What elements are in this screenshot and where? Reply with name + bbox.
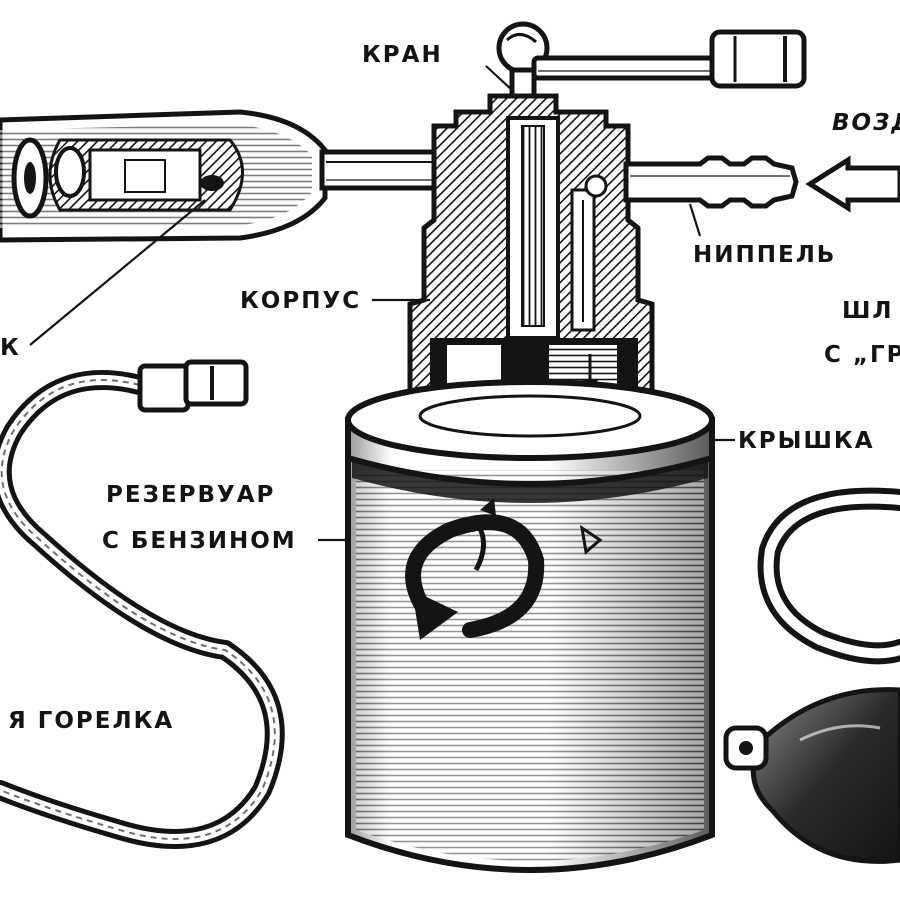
- label-kryshka: КРЫШКА: [738, 428, 875, 454]
- air-nipple: [623, 155, 799, 209]
- pump-body: [407, 93, 655, 413]
- rubber-bulb: [723, 687, 900, 864]
- label-gorelka: Я ГОРЕЛКА: [8, 708, 174, 734]
- label-kran: КРАН: [362, 42, 443, 68]
- fuel-tank: [345, 379, 715, 873]
- label-gr: С „ГР: [824, 342, 900, 368]
- label-shl: ШЛ: [842, 298, 894, 324]
- feed-tube: [319, 149, 443, 191]
- label-rezervuar-line2: С БЕНЗИНОМ: [102, 528, 297, 554]
- valve-handle: [496, 21, 807, 105]
- pump-hose: [757, 487, 900, 665]
- label-rezervuar-line1: РЕЗЕРВУАР: [106, 482, 275, 508]
- burner-hose: [0, 359, 285, 849]
- label-k: К: [0, 335, 21, 361]
- burner-nozzle: [0, 109, 328, 243]
- label-korpus: КОРПУС: [240, 288, 361, 314]
- leader-lines: [29, 65, 735, 542]
- label-nippel: НИППЕЛЬ: [693, 242, 836, 268]
- label-vozd: ВОЗД: [832, 110, 900, 136]
- air-inflow-arrow: [805, 155, 900, 213]
